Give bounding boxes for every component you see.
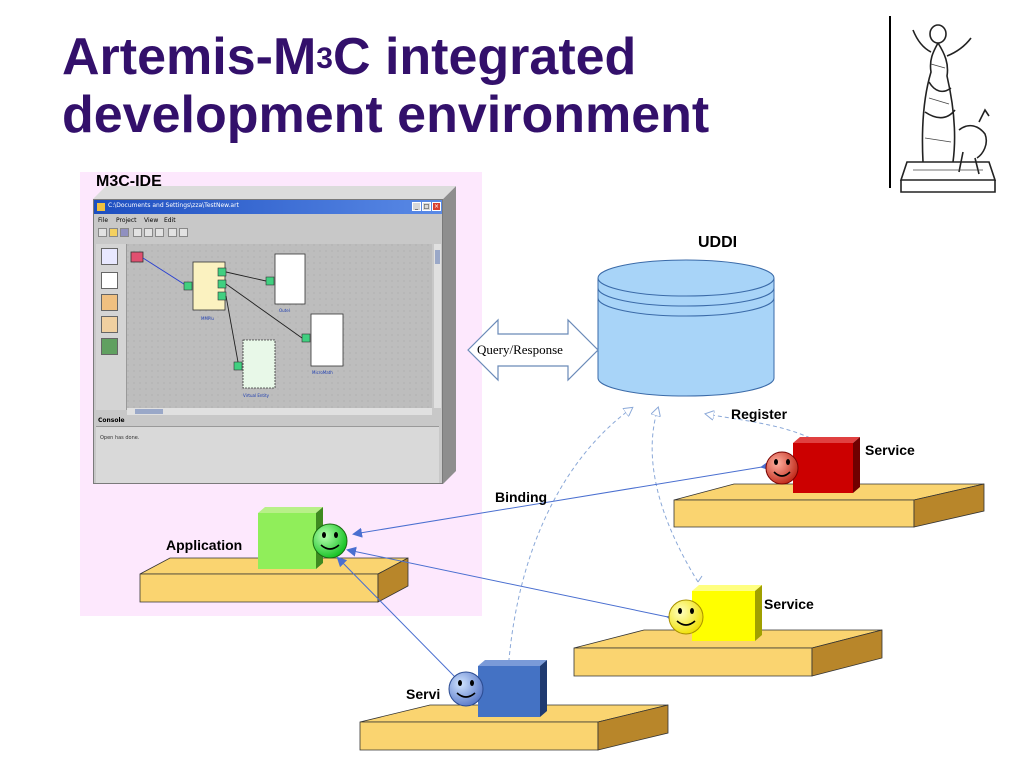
ide-link — [225, 295, 239, 363]
ide-canvas[interactable]: MMPlu Outel MicroMath Virtual Entity — [127, 244, 432, 408]
title-text-end: C integrated — [332, 28, 637, 86]
uddi-database — [597, 259, 775, 397]
scroll-thumb[interactable] — [435, 250, 440, 264]
service-yellow-label: Service — [764, 596, 814, 612]
uddi-label: UDDI — [698, 234, 738, 251]
console-label: Console — [98, 417, 125, 424]
ide-node-label: MicroMath — [312, 370, 333, 375]
query-response-label: Query/Response — [477, 342, 563, 357]
open-folder-icon[interactable] — [109, 228, 118, 237]
binding-arrow-blue — [336, 556, 466, 688]
copy-icon[interactable] — [144, 228, 153, 237]
ide-node-label: Virtual Entity — [243, 393, 270, 398]
ide-node-outel[interactable] — [274, 253, 306, 305]
menu-project[interactable]: Project — [116, 217, 137, 224]
ide-node-label: MMPlu — [201, 316, 214, 321]
ide-window-screenshot: C:\Documents and Settings\zza\TestNew.ar… — [93, 199, 443, 484]
service-red-label: Service — [865, 442, 915, 458]
menu-edit[interactable]: Edit — [164, 217, 176, 224]
ide-link — [142, 257, 188, 287]
palette-tool-face-3[interactable] — [101, 338, 118, 355]
ide-toolbar — [96, 228, 436, 240]
palette-tool-face-2[interactable] — [101, 316, 118, 333]
title-superscript: 3 — [316, 42, 333, 75]
ide-tool-palette — [96, 244, 127, 410]
ide-node-label: Outel — [279, 308, 290, 313]
console-text: Open has done. — [100, 435, 140, 441]
scroll-thumb[interactable] — [135, 409, 163, 414]
ide-node-virtual-entity[interactable] — [242, 339, 276, 389]
logo-divider — [889, 16, 891, 188]
register-dash — [706, 414, 811, 439]
service-blue-smiley-icon — [448, 671, 484, 707]
save-icon[interactable] — [120, 228, 129, 237]
ide-titlebar: C:\Documents and Settings\zza\TestNew.ar… — [94, 200, 442, 214]
service-red-cube — [793, 437, 860, 493]
menu-view[interactable]: View — [144, 217, 159, 224]
delete-icon[interactable] — [168, 228, 177, 237]
lookup-dash-yellow — [652, 408, 699, 583]
service-blue-cube — [478, 660, 547, 717]
palette-tool-cloud[interactable] — [101, 272, 118, 289]
palette-tool-arrows[interactable] — [101, 248, 118, 265]
application-smiley-icon — [312, 523, 348, 559]
title-text-start: Artemis-M — [62, 28, 317, 86]
ide-window-title: C:\Documents and Settings\zza\TestNew.ar… — [108, 202, 239, 209]
menu-file[interactable]: File — [98, 217, 109, 224]
ide-link — [225, 283, 303, 339]
title-line-2: development environment — [62, 86, 710, 144]
maximize-icon[interactable]: □ — [422, 202, 431, 211]
ide-source-node[interactable] — [130, 251, 144, 263]
service-blue-label: Servi — [406, 686, 441, 702]
binding-label: Binding — [495, 489, 548, 505]
app-icon — [97, 203, 105, 211]
ide-link — [225, 271, 267, 282]
minimize-icon[interactable]: _ — [412, 202, 421, 211]
close-icon[interactable]: × — [432, 202, 441, 211]
service-red-smiley-icon — [765, 451, 799, 485]
service-yellow-cube — [692, 585, 762, 641]
ide-label: M3C-IDE — [96, 173, 162, 190]
cut-icon[interactable] — [133, 228, 142, 237]
lookup-dash-yellow-b — [697, 575, 703, 583]
connect-icon[interactable] — [179, 228, 188, 237]
ide-port — [183, 281, 193, 291]
query-response-arrow — [467, 318, 599, 382]
paste-icon[interactable] — [155, 228, 164, 237]
register-label: Register — [731, 406, 788, 422]
service-yellow-platform — [573, 629, 883, 677]
ide-vertical-scrollbar[interactable] — [434, 244, 441, 408]
ide-node-micromath[interactable] — [310, 313, 344, 367]
service-yellow-smiley-icon — [668, 599, 704, 635]
new-file-icon[interactable] — [98, 228, 107, 237]
binding-arrow-red — [352, 460, 771, 538]
palette-tool-face-1[interactable] — [101, 294, 118, 311]
ide-canvas-drawing: MMPlu Outel MicroMath Virtual Entity — [127, 244, 432, 408]
ide-horizontal-scrollbar[interactable] — [127, 408, 432, 415]
application-label: Application — [166, 537, 243, 553]
ide-menubar: File Project View Edit — [94, 215, 442, 226]
artemis-statue-logo — [899, 24, 997, 193]
